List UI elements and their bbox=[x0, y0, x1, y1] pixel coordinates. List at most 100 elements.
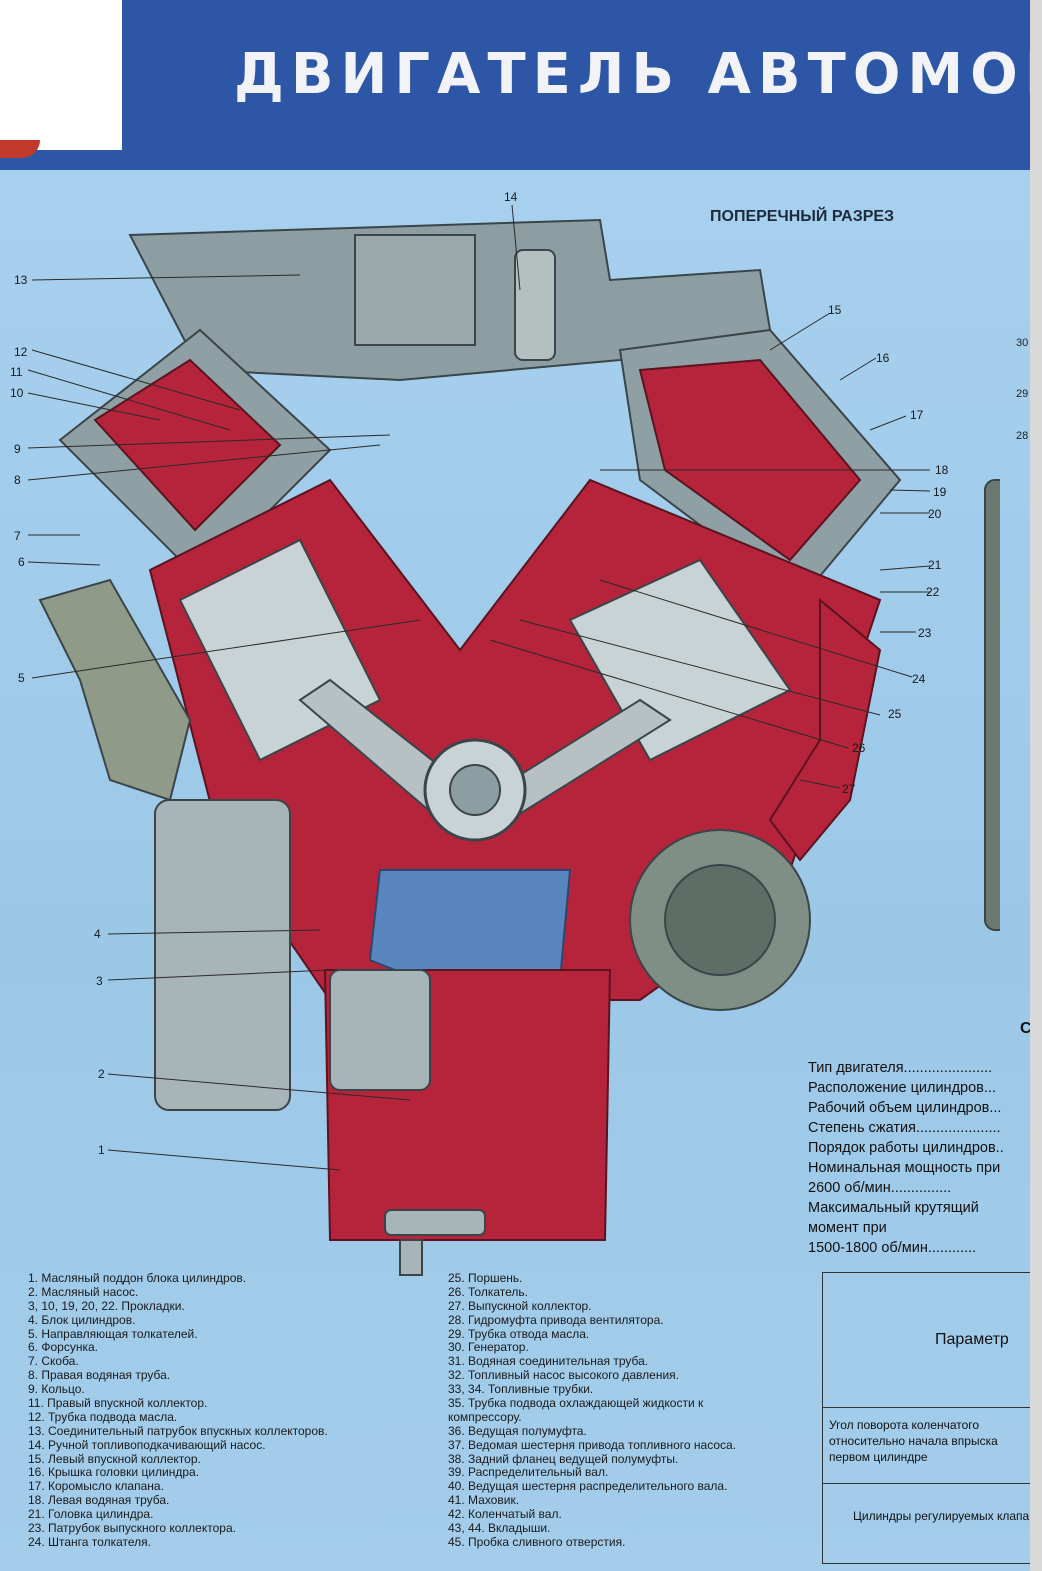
callout-4: 4 bbox=[94, 927, 101, 941]
page-edge-strip bbox=[1030, 0, 1042, 1571]
legend-left: 1. Масляный поддон блока цилиндров. 2. М… bbox=[28, 1271, 328, 1550]
legend-item: 43, 44. Вкладыши. bbox=[448, 1521, 551, 1536]
angle-line: Угол поворота коленчатого bbox=[829, 1418, 980, 1432]
callout-23: 23 bbox=[918, 626, 932, 640]
legend-item: 17. Коромысло клапана. bbox=[28, 1479, 164, 1494]
hand-pump-cylinder bbox=[514, 249, 556, 361]
legend-item: 31. Водяная соединительная труба. bbox=[448, 1354, 649, 1369]
right-head-cavity bbox=[638, 358, 862, 562]
callout-25: 25 bbox=[888, 707, 902, 721]
legend-item: 28. Гидромуфта привода вентилятора. bbox=[448, 1312, 664, 1327]
legend-item: 1. Масляный поддон блока цилиндров. bbox=[28, 1271, 247, 1285]
callout-20: 20 bbox=[928, 507, 942, 521]
spec-line: Номинальная мощность при bbox=[808, 1160, 1001, 1176]
drain-plug bbox=[399, 1239, 423, 1276]
callout-2: 2 bbox=[98, 1067, 105, 1081]
legend-item: 9. Кольцо. bbox=[28, 1382, 85, 1397]
spec-line: 2600 об/мин............... bbox=[808, 1180, 952, 1196]
callout-7: 7 bbox=[14, 529, 21, 543]
callout-16: 16 bbox=[876, 351, 890, 365]
callout-leader-lines bbox=[27, 204, 931, 1171]
callout-1: 1 bbox=[98, 1143, 105, 1157]
legend-item: 24. Штанга толкателя. bbox=[28, 1534, 151, 1549]
callout-19: 19 bbox=[933, 485, 947, 499]
spec-line: 1500-1800 об/мин............ bbox=[808, 1240, 977, 1256]
legend-item: 3, 10, 19, 20, 22. Прокладки. bbox=[28, 1298, 185, 1313]
legend-item: 26. Толкатель. bbox=[448, 1284, 528, 1299]
spec-line: Тип двигателя...................... bbox=[808, 1060, 993, 1076]
crank-journal-bore bbox=[449, 764, 501, 816]
legend-item: 12. Трубка подвода масла. bbox=[28, 1409, 178, 1424]
legend-item: 2. Масляный насос. bbox=[28, 1284, 139, 1299]
poster-title: ДВИГАТЕЛЬ АВТОМОБ bbox=[234, 42, 1042, 107]
parameter-angle-text: Угол поворота коленчатого относительно н… bbox=[829, 1417, 1035, 1465]
parameter-cylinders-text: Цилиндры регулируемых клапанов bbox=[853, 1509, 1035, 1523]
callout-9: 9 bbox=[14, 442, 21, 456]
engine-cross-section-diagram bbox=[27, 204, 1000, 1276]
engine-specs: Тип двигателя...................... Расп… bbox=[808, 1058, 1033, 1258]
legend-item: 5. Направляющая толкателей. bbox=[28, 1326, 198, 1341]
legend-item: 36. Ведущая полумуфта. bbox=[448, 1423, 587, 1438]
legend-item: 14. Ручной топливоподкачивающий насос. bbox=[28, 1437, 266, 1452]
side-callout-30: 30 bbox=[1016, 337, 1029, 349]
legend-item: 6. Форсунка. bbox=[28, 1340, 98, 1355]
callout-27: 27 bbox=[842, 782, 856, 796]
spec-line: Расположение цилиндров... bbox=[808, 1080, 996, 1096]
logo-emblem bbox=[0, 140, 40, 158]
right-partial-component bbox=[984, 479, 1000, 931]
legend-item: компрессору. bbox=[448, 1409, 522, 1424]
callout-12: 12 bbox=[14, 345, 28, 359]
legend-item: 33, 34. Топливные трубки. bbox=[448, 1382, 594, 1397]
callout-24: 24 bbox=[912, 672, 926, 686]
angle-line: первом цилиндре bbox=[829, 1450, 928, 1464]
callout-5: 5 bbox=[18, 671, 25, 685]
legend-item: 42. Коленчатый вал. bbox=[448, 1507, 562, 1522]
side-heading-letter: С bbox=[1020, 1020, 1032, 1037]
legend-item: 8. Правая водяная труба. bbox=[28, 1368, 171, 1383]
legend-item: 40. Ведущая шестерня распределительного … bbox=[448, 1479, 728, 1494]
callout-26: 26 bbox=[852, 741, 866, 755]
legend-item: 23. Патрубок выпускного коллектора. bbox=[28, 1521, 236, 1536]
legend-item: 45. Пробка сливного отверстия. bbox=[448, 1534, 626, 1549]
oil-pickup bbox=[384, 1209, 486, 1236]
legend-item: 30. Генератор. bbox=[448, 1340, 529, 1355]
legend-item: 38. Задний фланец ведущей полумуфты. bbox=[448, 1451, 679, 1466]
callout-6: 6 bbox=[18, 555, 25, 569]
flywheel-gear bbox=[664, 864, 776, 976]
legend-item: 11. Правый впускной коллектор. bbox=[28, 1396, 208, 1411]
header-banner: ДВИГАТЕЛЬ АВТОМОБ bbox=[0, 0, 1042, 170]
section-label: ПОПЕРЕЧНЫЙ РАЗРЕЗ bbox=[710, 208, 895, 225]
logo-area bbox=[0, 0, 122, 150]
callout-11: 11 bbox=[10, 365, 23, 379]
legend-right: 25. Поршень. 26. Толкатель. 27. Выпускно… bbox=[448, 1271, 737, 1550]
callout-22: 22 bbox=[926, 585, 940, 599]
legend-item: 35. Трубка подвода охлаждающей жидкости … bbox=[448, 1396, 704, 1411]
spec-line: Порядок работы цилиндров.. bbox=[808, 1140, 1004, 1156]
callout-21: 21 bbox=[928, 558, 942, 572]
legend-item: 15. Левый впускной коллектор. bbox=[28, 1451, 201, 1466]
spec-line: момент при bbox=[808, 1220, 887, 1236]
parameter-table-title: Параметр bbox=[935, 1331, 1009, 1348]
legend-item: 29. Трубка отвода масла. bbox=[448, 1326, 590, 1341]
legend-item: 37. Ведомая шестерня привода топливного … bbox=[448, 1437, 737, 1452]
legend-item: 18. Левая водяная труба. bbox=[28, 1493, 170, 1508]
callout-14: 14 bbox=[504, 190, 518, 204]
side-callout-29: 29 bbox=[1016, 388, 1029, 400]
table-divider bbox=[823, 1407, 1035, 1408]
legend-item: 32. Топливный насос высокого давления. bbox=[448, 1368, 679, 1383]
spec-line: Максимальный крутящий bbox=[808, 1200, 979, 1216]
fuel-pump-housing bbox=[354, 234, 476, 346]
left-head-cavity bbox=[93, 358, 282, 532]
legend-item: 21. Головка цилиндра. bbox=[28, 1507, 154, 1522]
callout-15: 15 bbox=[828, 303, 842, 317]
legend-item: 39. Распределительный вал. bbox=[448, 1465, 609, 1480]
callout-17: 17 bbox=[910, 408, 924, 422]
spec-line: Рабочий объем цилиндров... bbox=[808, 1100, 1002, 1116]
oil-filter bbox=[154, 799, 291, 1111]
legend-item: 25. Поршень. bbox=[448, 1271, 523, 1285]
callout-8: 8 bbox=[14, 473, 21, 487]
legend-item: 16. Крышка головки цилиндра. bbox=[28, 1465, 200, 1480]
parameter-table: Параметр Угол поворота коленчатого относ… bbox=[822, 1272, 1035, 1564]
legend-item: 27. Выпускной коллектор. bbox=[448, 1298, 592, 1313]
